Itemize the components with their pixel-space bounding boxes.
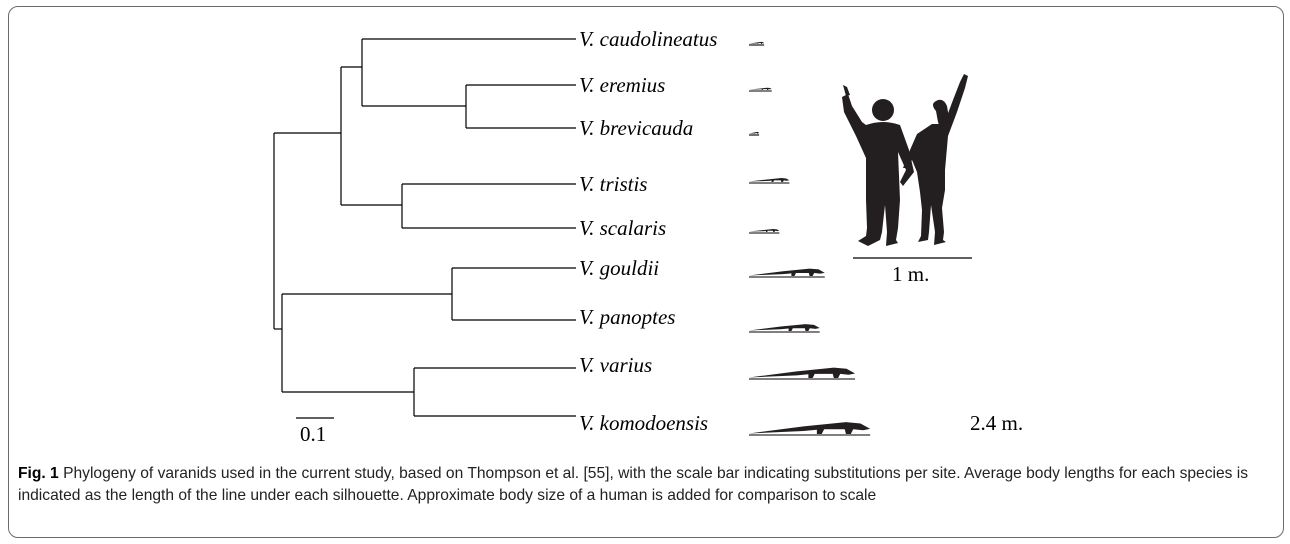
- species-label-varius: V. varius: [579, 353, 652, 377]
- human-scale-label: 1 m.: [892, 262, 929, 286]
- species-label-brevicauda: V. brevicauda: [579, 116, 693, 140]
- lizard-silhouettes: [749, 42, 870, 435]
- lizard-silhouette-icon: [749, 368, 855, 378]
- figure-caption: Fig. 1 Phylogeny of varanids used in the…: [18, 463, 1268, 506]
- caption-fig-label: Fig. 1: [18, 465, 59, 482]
- lizard-silhouette-icon: [749, 229, 779, 232]
- woman-silhouette-icon: [903, 74, 968, 245]
- species-label-eremius: V. eremius: [579, 73, 665, 97]
- species-label-caudolineatus: V. caudolineatus: [579, 27, 717, 51]
- phylogeny-figure: 0.1 V. caudolineatus V. eremius V. brevi…: [0, 0, 1290, 460]
- lizard-silhouette-icon: [749, 132, 759, 134]
- man-silhouette-icon: [842, 85, 914, 246]
- species-label-komodoensis: V. komodoensis: [579, 411, 708, 435]
- human-silhouettes-icon: [842, 74, 968, 246]
- lizard-silhouette-icon: [749, 88, 772, 90]
- species-label-scalaris: V. scalaris: [579, 216, 666, 240]
- species-label-panoptes: V. panoptes: [579, 305, 675, 329]
- lizard-silhouette-icon: [749, 422, 870, 434]
- tree-scale-label: 0.1: [300, 422, 326, 446]
- species-label-tristis: V. tristis: [579, 172, 647, 196]
- komodo-length-label: 2.4 m.: [970, 411, 1023, 435]
- lizard-silhouette-icon: [749, 178, 789, 182]
- lizard-silhouette-icon: [749, 269, 825, 276]
- phylogenetic-tree: [274, 39, 576, 416]
- lizard-silhouette-icon: [749, 42, 764, 44]
- species-label-gouldii: V. gouldii: [579, 256, 659, 280]
- lizard-silhouette-icon: [749, 324, 820, 331]
- caption-text: Phylogeny of varanids used in the curren…: [18, 465, 1248, 504]
